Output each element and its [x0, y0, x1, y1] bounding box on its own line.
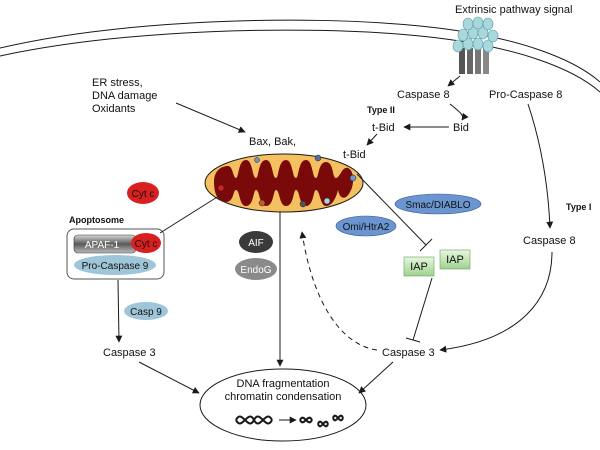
arrow-caspase8-bid [449, 103, 469, 121]
apaf1-text: APAF-1 [85, 240, 120, 251]
caspase3-right-label: Caspase 3 [382, 347, 435, 359]
inhibit-iap-caspase3 [412, 277, 433, 341]
procaspase8-label: Pro-Caspase 8 [489, 89, 562, 101]
smac-text: Smac/DIABLO [405, 200, 470, 211]
fragmented-dna-icon [299, 414, 344, 428]
dna-helix-icon [235, 415, 273, 425]
iap2-text: IAP [446, 254, 464, 266]
tbid-label-2: t-Bid [343, 149, 366, 161]
caspase8-right-label: Caspase 8 [523, 235, 576, 247]
arrow-feedback-caspase3-mito [299, 231, 378, 351]
arrow-caspase3-dna-right [358, 361, 394, 394]
inhibit-mito-iap [356, 173, 427, 246]
mitochondrion-icon [204, 153, 364, 213]
arrow-procaspase8-caspase8 [527, 103, 554, 229]
dna-label-2: chromatin condensation [225, 391, 342, 403]
casp9-text: Casp 9 [130, 307, 162, 318]
cytc-pill: Cyt c [127, 182, 159, 204]
iap-box-2: IAP [439, 249, 471, 270]
arrow-stress-mito [175, 102, 246, 133]
cytc-bound-text: Cyt c [135, 239, 158, 250]
stress-label-1: ER stress, [92, 77, 143, 89]
aif-text: AIF [248, 238, 264, 249]
arrow-tbid-tbid [366, 133, 378, 146]
line-mito-apoptosome [159, 193, 223, 234]
omi-text: Omi/HtrA2 [343, 222, 390, 233]
smac-pill: Smac/DIABLO [394, 193, 482, 215]
type1-label: Type I [566, 202, 591, 212]
type2-label: Type II [367, 105, 395, 115]
cytc-text: Cyt c [132, 189, 155, 200]
procaspase9-pill: Pro-Caspase 9 [74, 255, 156, 275]
bax-bak-label: Bax, Bak, [249, 136, 296, 148]
cell-membrane-outer [0, 19, 600, 83]
endog-text: EndoG [240, 265, 271, 276]
cell-membrane-inner [0, 29, 600, 93]
endog-pill: EndoG [235, 258, 277, 280]
bid-label: Bid [453, 122, 469, 134]
arrow-caspase3-dna-left [138, 361, 200, 394]
stress-label-3: Oxidants [92, 103, 136, 115]
arrow-apoptosome-caspase3 [115, 279, 123, 343]
arrow-receptor-caspase8 [447, 75, 461, 87]
dna-label-1: DNA fragmentation [237, 378, 330, 390]
pathway-connectors [115, 75, 554, 394]
caspase3-left-label: Caspase 3 [103, 347, 156, 359]
death-receptor-icon [452, 16, 499, 74]
iap1-text: IAP [410, 261, 428, 273]
cytc-bound-pill: Cyt c [131, 233, 161, 253]
omi-pill: Omi/HtrA2 [335, 215, 397, 237]
aif-pill: AIF [239, 231, 273, 253]
procaspase9-text: Pro-Caspase 9 [82, 261, 149, 272]
dna-fragmentation-node: DNA fragmentation chromatin condensation [199, 368, 367, 442]
tbid-label-1: t-Bid [372, 122, 395, 134]
inhibit-bar-caspase3 [405, 337, 421, 343]
inhibit-bar-iap [419, 238, 433, 252]
arrow-caspase8-caspase3 [439, 251, 553, 353]
apaf1-pill: APAF-1 [73, 234, 137, 254]
caspase8-top-label: Caspase 8 [397, 89, 450, 101]
stress-label-2: DNA damage [92, 90, 157, 102]
apoptosome-label: Apoptosome [69, 215, 124, 225]
casp9-pill: Casp 9 [124, 302, 168, 320]
iap-box-1: IAP [403, 256, 435, 277]
extrinsic-signal-label: Extrinsic pathway signal [455, 4, 572, 16]
